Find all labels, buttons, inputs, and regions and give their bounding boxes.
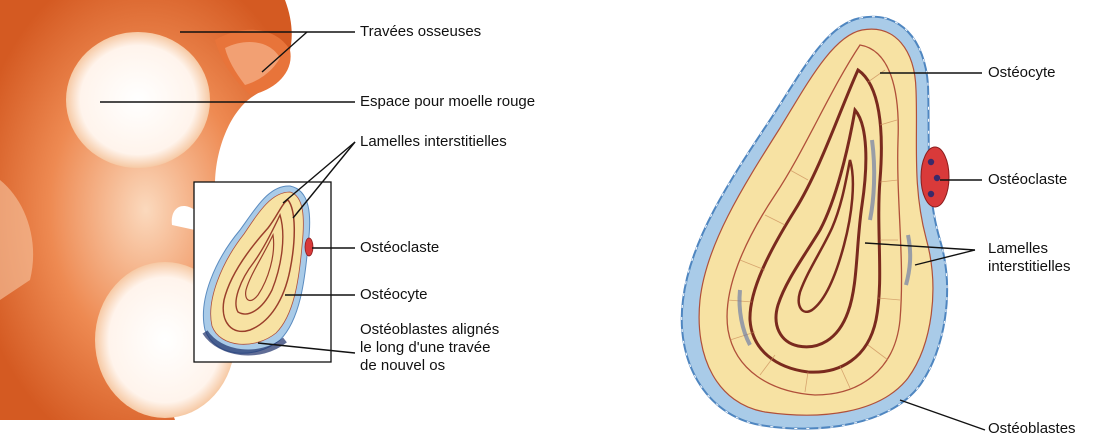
label-osteoclaste-right: Ostéoclaste bbox=[988, 171, 1067, 189]
label-espace-moelle-rouge: Espace pour moelle rouge bbox=[360, 93, 535, 111]
label-osteocyte-right: Ostéocyte bbox=[988, 64, 1056, 82]
enlarged-trabecula bbox=[682, 17, 949, 429]
osteoblastes-line-2: le long d'une travée bbox=[360, 339, 499, 357]
label-osteoclaste-left: Ostéoclaste bbox=[360, 239, 439, 257]
lamelles-right-line-2: interstitielles bbox=[988, 258, 1071, 276]
label-travees-osseuses: Travées osseuses bbox=[360, 23, 481, 41]
label-osteocyte-left: Ostéocyte bbox=[360, 286, 428, 304]
label-lamelles-interstitielles-left: Lamelles interstitielles bbox=[360, 133, 507, 151]
label-osteoblastes-alignes: Ostéoblastes alignés le long d'une travé… bbox=[360, 321, 499, 375]
lamelles-right-line-1: Lamelles bbox=[988, 240, 1071, 258]
label-osteoblastes-right: Ostéoblastes bbox=[988, 420, 1076, 438]
osteoblastes-line-3: de nouvel os bbox=[360, 357, 499, 375]
osteoblastes-line-1: Ostéoblastes alignés bbox=[360, 321, 499, 339]
label-lamelles-interstitielles-right: Lamelles interstitielles bbox=[988, 240, 1071, 276]
